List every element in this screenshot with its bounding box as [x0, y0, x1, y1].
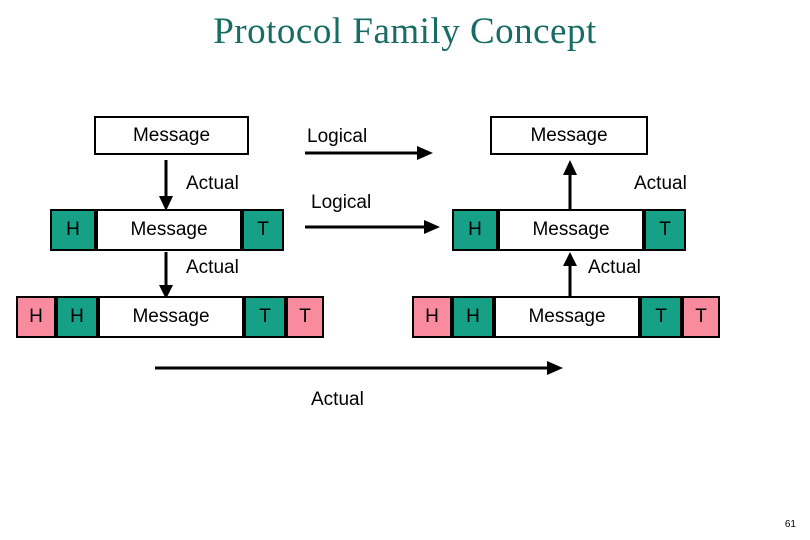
left-message-box-label: Message [132, 124, 211, 146]
left-row3-header-2-label: H [70, 306, 84, 327]
right-row3-trailer-2-cell: T [682, 296, 720, 338]
page-number: 61 [784, 519, 796, 530]
right-row3-header-2-label: H [466, 306, 480, 327]
left-row2-message-cell: Message [96, 209, 242, 251]
right-row3-message-label: Message [528, 306, 606, 327]
page-title: Protocol Family Concept [213, 11, 597, 52]
actual-label-right-1: Actual [634, 173, 687, 194]
left-row2-header-label: H [66, 219, 80, 240]
right-row2-trailer-cell: T [644, 209, 686, 251]
left-row3-trailer-1-label: T [259, 306, 271, 327]
left-row3-message-cell: Message [98, 296, 244, 338]
right-row3-header-1-cell: H [412, 296, 452, 338]
logical-label-top: Logical [307, 126, 368, 147]
actual-label-left-1: Actual [186, 173, 239, 194]
right-row3-trailer-1-label: T [655, 306, 667, 327]
right-message-box: Message [490, 116, 648, 155]
actual-label-right-2: Actual [588, 257, 641, 278]
left-row2-message-label: Message [130, 219, 208, 240]
right-row3-message-cell: Message [494, 296, 640, 338]
right-row3-trailer-2-label: T [695, 306, 707, 327]
logical-label-mid: Logical [311, 192, 372, 213]
actual-label-left-2: Actual [186, 257, 239, 278]
right-row2-header-label: H [468, 219, 482, 240]
actual-arrow-right-up-2 [563, 252, 577, 299]
right-row2-trailer-label: T [659, 219, 671, 240]
actual-arrow-bottom [155, 361, 563, 375]
right-row2-message-label: Message [532, 219, 610, 240]
left-row3-trailer-2-cell: T [286, 296, 324, 338]
right-row3-trailer-1-cell: T [640, 296, 682, 338]
right-row2-header-cell: H [452, 209, 498, 251]
left-row3-header-1-label: H [29, 306, 43, 327]
actual-arrow-left-down-1 [159, 160, 173, 211]
logical-arrow-mid [305, 220, 440, 234]
right-message-box-label: Message [530, 124, 608, 146]
left-message-box: Message [94, 116, 249, 155]
right-row3-header-2-cell: H [452, 296, 494, 338]
actual-arrow-left-down-2 [159, 252, 173, 299]
left-row3-trailer-1-cell: T [244, 296, 286, 338]
left-row3-header-2-cell: H [56, 296, 98, 338]
left-row2-header-cell: H [50, 209, 96, 251]
left-row3-message-label: Message [132, 306, 210, 327]
left-row3-trailer-2-label: T [299, 306, 311, 327]
logical-arrow-top [305, 146, 433, 160]
right-row2-message-cell: Message [498, 209, 644, 251]
left-row2-trailer-label: T [257, 219, 269, 240]
left-row3-header-1-cell: H [16, 296, 56, 338]
actual-label-bottom: Actual [311, 389, 364, 410]
right-row3-header-1-label: H [425, 306, 439, 327]
actual-arrow-right-up-1 [563, 160, 577, 211]
left-row2-trailer-cell: T [242, 209, 284, 251]
